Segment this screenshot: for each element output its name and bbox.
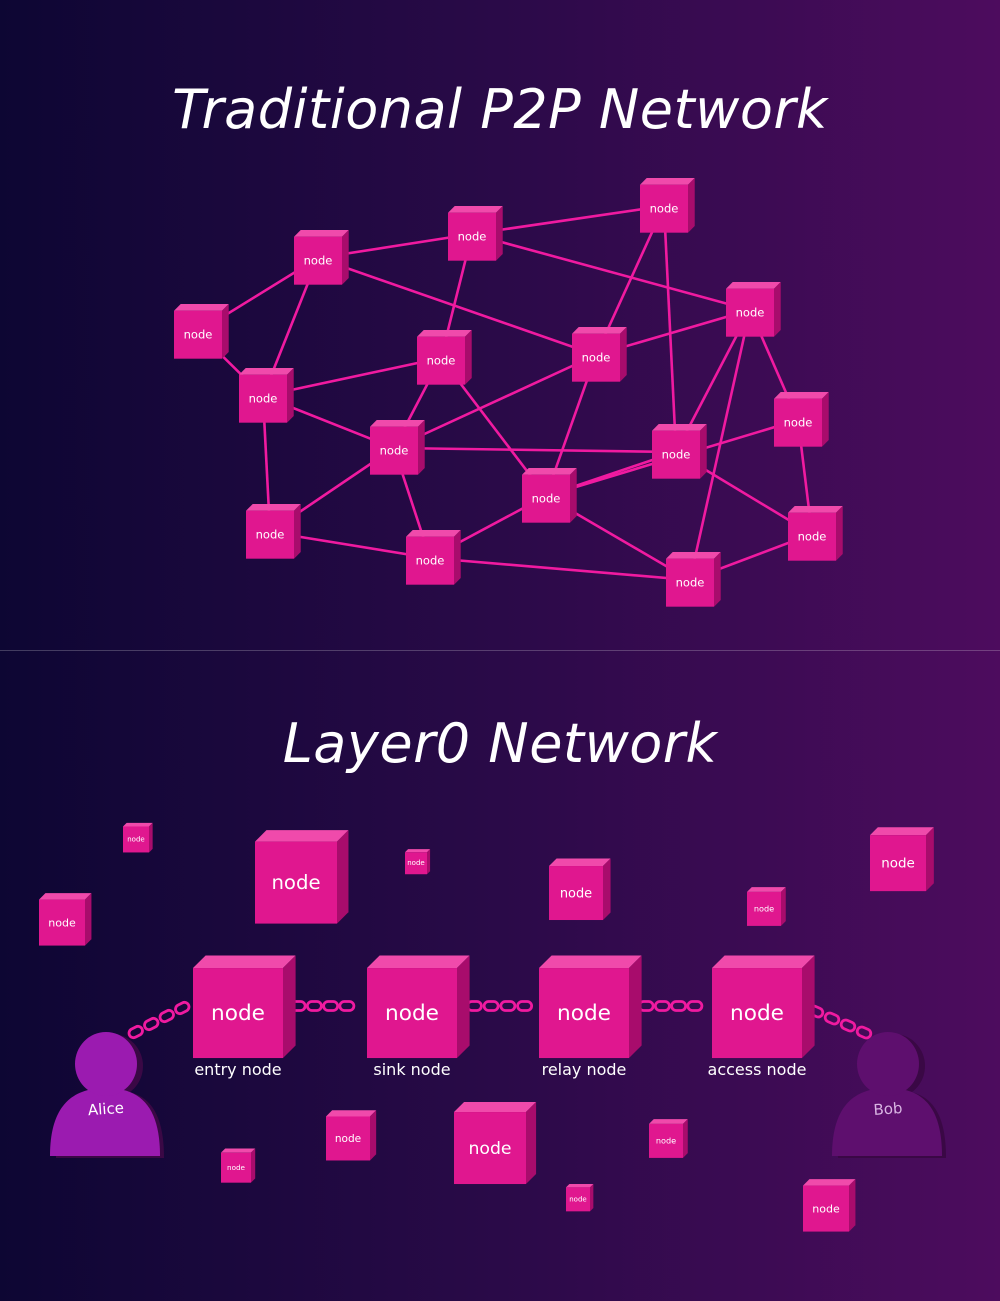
p2p-link xyxy=(662,205,678,453)
sink-node: node xyxy=(367,955,470,1059)
floating-node: node xyxy=(870,827,934,892)
role-labels: entry node sink node relay node access node xyxy=(194,1060,806,1079)
node-label: node xyxy=(676,576,705,590)
node-label: node xyxy=(662,448,691,462)
entry-node: node xyxy=(193,955,296,1059)
node-label: node xyxy=(656,1136,676,1146)
p2p-node: node xyxy=(294,229,349,285)
p2p-node: node xyxy=(246,503,301,559)
node-label: node xyxy=(812,1202,840,1215)
node-label: node xyxy=(730,1001,784,1026)
node-label: node xyxy=(569,1195,586,1203)
section-divider xyxy=(0,650,1000,651)
p2p-node: node xyxy=(726,281,781,337)
floating-node: node xyxy=(747,887,786,926)
p2p-node: node xyxy=(788,505,843,561)
node-label: node xyxy=(335,1133,361,1145)
p2p-node: node xyxy=(666,551,721,607)
node-label: node xyxy=(127,836,144,844)
chain-link xyxy=(289,1000,356,1012)
access-node-label: access node xyxy=(708,1060,807,1079)
p2p-node: node xyxy=(774,391,829,447)
floating-node: node xyxy=(549,858,611,921)
chain-link xyxy=(465,1000,534,1012)
node-label: node xyxy=(227,1163,246,1172)
p2p-node: node xyxy=(522,467,577,523)
p2p-node: node xyxy=(652,423,707,479)
floating-node: node xyxy=(221,1148,256,1183)
node-label: node xyxy=(304,254,333,268)
node-label: node xyxy=(427,354,456,368)
user-alice: Alice xyxy=(50,1032,164,1158)
node-label: node xyxy=(385,1001,439,1026)
node-label: node xyxy=(249,392,278,406)
floating-node: node xyxy=(649,1119,688,1158)
user-alice-label: Alice xyxy=(87,1099,124,1119)
chain-link xyxy=(637,1000,704,1012)
relay-node: node xyxy=(539,955,642,1059)
user-bob-label: Bob xyxy=(873,1099,903,1119)
node-label: node xyxy=(458,230,487,244)
node-label: node xyxy=(560,886,592,901)
p2p-link xyxy=(317,256,597,357)
node-label: node xyxy=(468,1139,511,1159)
node-label: node xyxy=(211,1001,265,1026)
p2p-node: node xyxy=(406,529,461,585)
p2p-node: node xyxy=(640,177,695,233)
p2p-link xyxy=(688,309,752,581)
p2p-link xyxy=(393,353,597,450)
p2p-node: node xyxy=(174,303,229,359)
p2p-node: node xyxy=(448,205,503,261)
node-label: node xyxy=(256,528,285,542)
layer0-nodes: node node node node node node node node node node… xyxy=(39,822,934,1232)
node-label: node xyxy=(557,1001,611,1026)
node-label: node xyxy=(271,871,320,894)
user-bob: Bob xyxy=(832,1032,946,1158)
node-label: node xyxy=(736,306,765,320)
floating-node: node xyxy=(39,893,92,946)
node-label: node xyxy=(650,202,679,216)
floating-node: node xyxy=(454,1101,537,1185)
p2p-link xyxy=(393,446,677,454)
node-label: node xyxy=(407,859,424,867)
node-label: node xyxy=(380,444,409,458)
floating-node: node xyxy=(566,1183,594,1212)
node-label: node xyxy=(881,857,915,872)
access-node: node xyxy=(712,955,815,1059)
node-label: node xyxy=(754,904,774,914)
floating-node: node xyxy=(326,1110,377,1161)
node-label: node xyxy=(582,351,611,365)
node-label: node xyxy=(184,328,213,342)
p2p-node: node xyxy=(239,367,294,423)
node-label: node xyxy=(416,554,445,568)
node-label: node xyxy=(784,416,813,430)
layer0-network-title: Layer0 Network xyxy=(282,712,718,775)
p2p-nodes: node node node node node node node node node node… xyxy=(174,177,843,607)
p2p-node: node xyxy=(572,326,627,382)
p2p-node: node xyxy=(417,329,472,385)
relay-node-label: relay node xyxy=(542,1060,627,1079)
p2p-link xyxy=(429,556,691,582)
floating-node: node xyxy=(803,1179,856,1232)
p2p-link xyxy=(471,204,665,236)
floating-node: node xyxy=(255,830,349,924)
p2p-network-title: Traditional P2P Network xyxy=(172,78,828,141)
p2p-node: node xyxy=(370,419,425,475)
entry-node-label: entry node xyxy=(194,1060,281,1079)
p2p-link xyxy=(471,232,751,312)
chain-link xyxy=(807,1004,873,1040)
node-label: node xyxy=(798,530,827,544)
chain-link xyxy=(127,1000,191,1040)
node-label: node xyxy=(48,916,76,929)
node-label: node xyxy=(532,492,561,506)
users: Alice Bob xyxy=(50,1032,946,1158)
floating-node: node xyxy=(405,849,431,875)
floating-node: node xyxy=(123,822,153,853)
sink-node-label: sink node xyxy=(373,1060,450,1079)
